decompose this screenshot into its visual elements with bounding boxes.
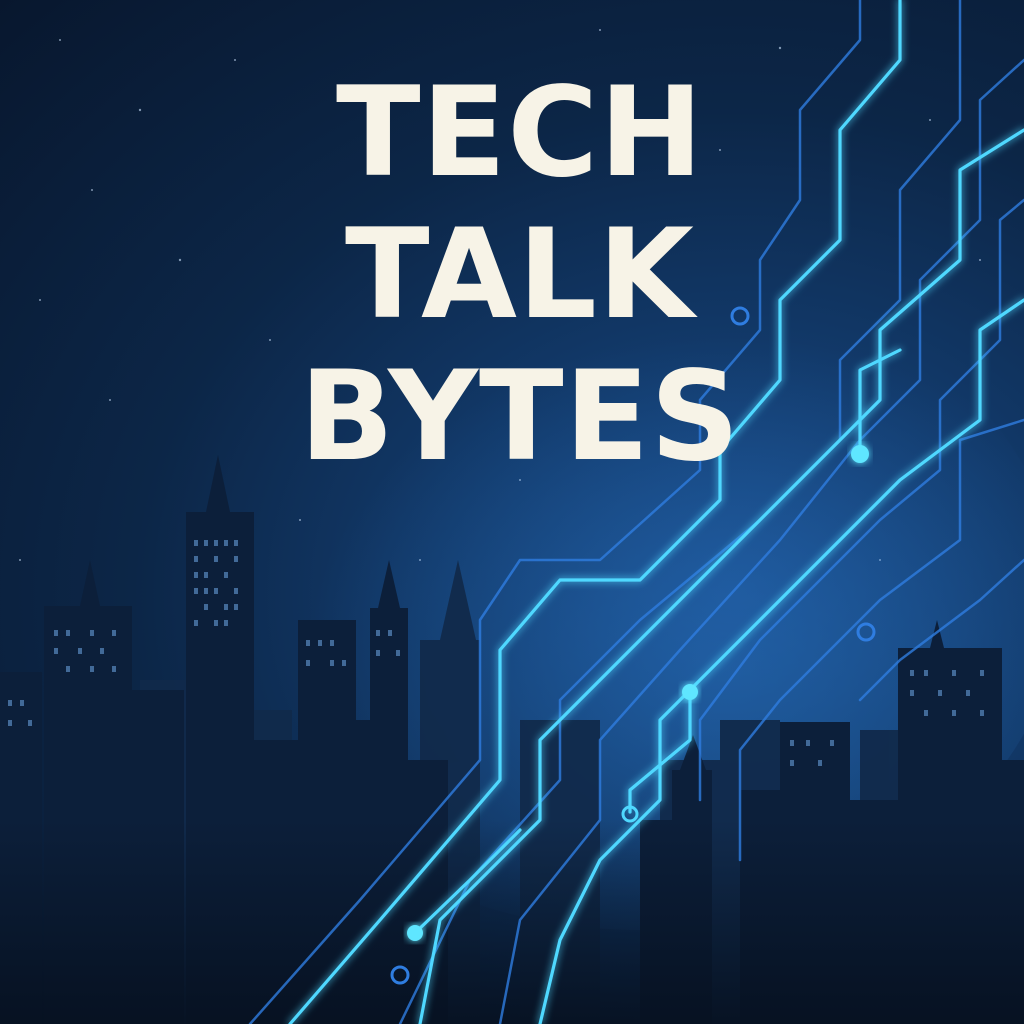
- title-line-bytes: BYTES: [299, 345, 741, 489]
- circuit-nodes-icon: [390, 306, 876, 985]
- title-line-tech: TECH: [335, 61, 705, 205]
- city-skyline-icon: [0, 455, 1024, 1024]
- circuit-traces-icon: [248, 0, 1024, 1024]
- podcast-title: TECH TALK BYTES: [190, 62, 850, 488]
- title-line-talk: TALK: [344, 203, 696, 347]
